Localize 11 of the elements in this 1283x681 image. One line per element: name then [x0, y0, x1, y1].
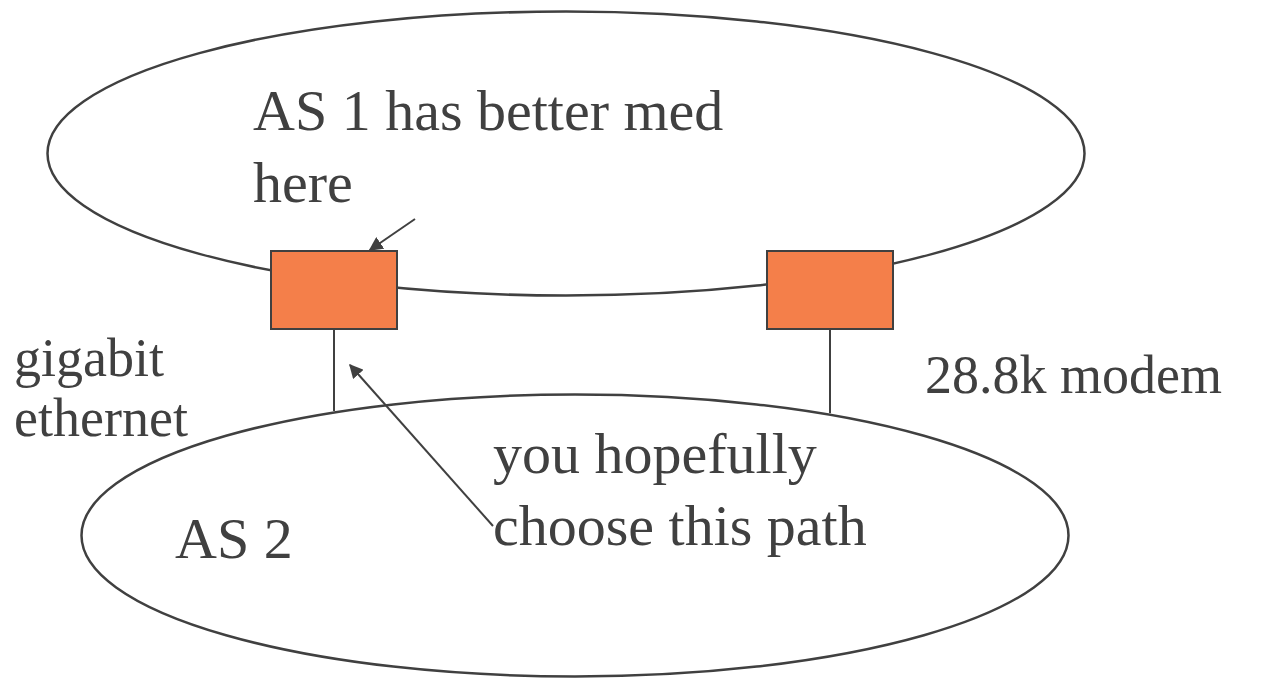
router-box: [766, 250, 894, 330]
link-label: 28.8k modem: [925, 345, 1223, 405]
as-label: AS 2: [175, 505, 293, 573]
callout-text: AS 1 has better med here: [253, 75, 793, 219]
link-line: [829, 329, 831, 415]
arrow: [349, 363, 494, 527]
link-label: gigabit ethernet: [14, 328, 189, 448]
link-line: [333, 329, 335, 413]
router-box: [270, 250, 398, 330]
arrow: [368, 218, 416, 251]
callout-text: you hopefully choose this path: [493, 418, 883, 634]
